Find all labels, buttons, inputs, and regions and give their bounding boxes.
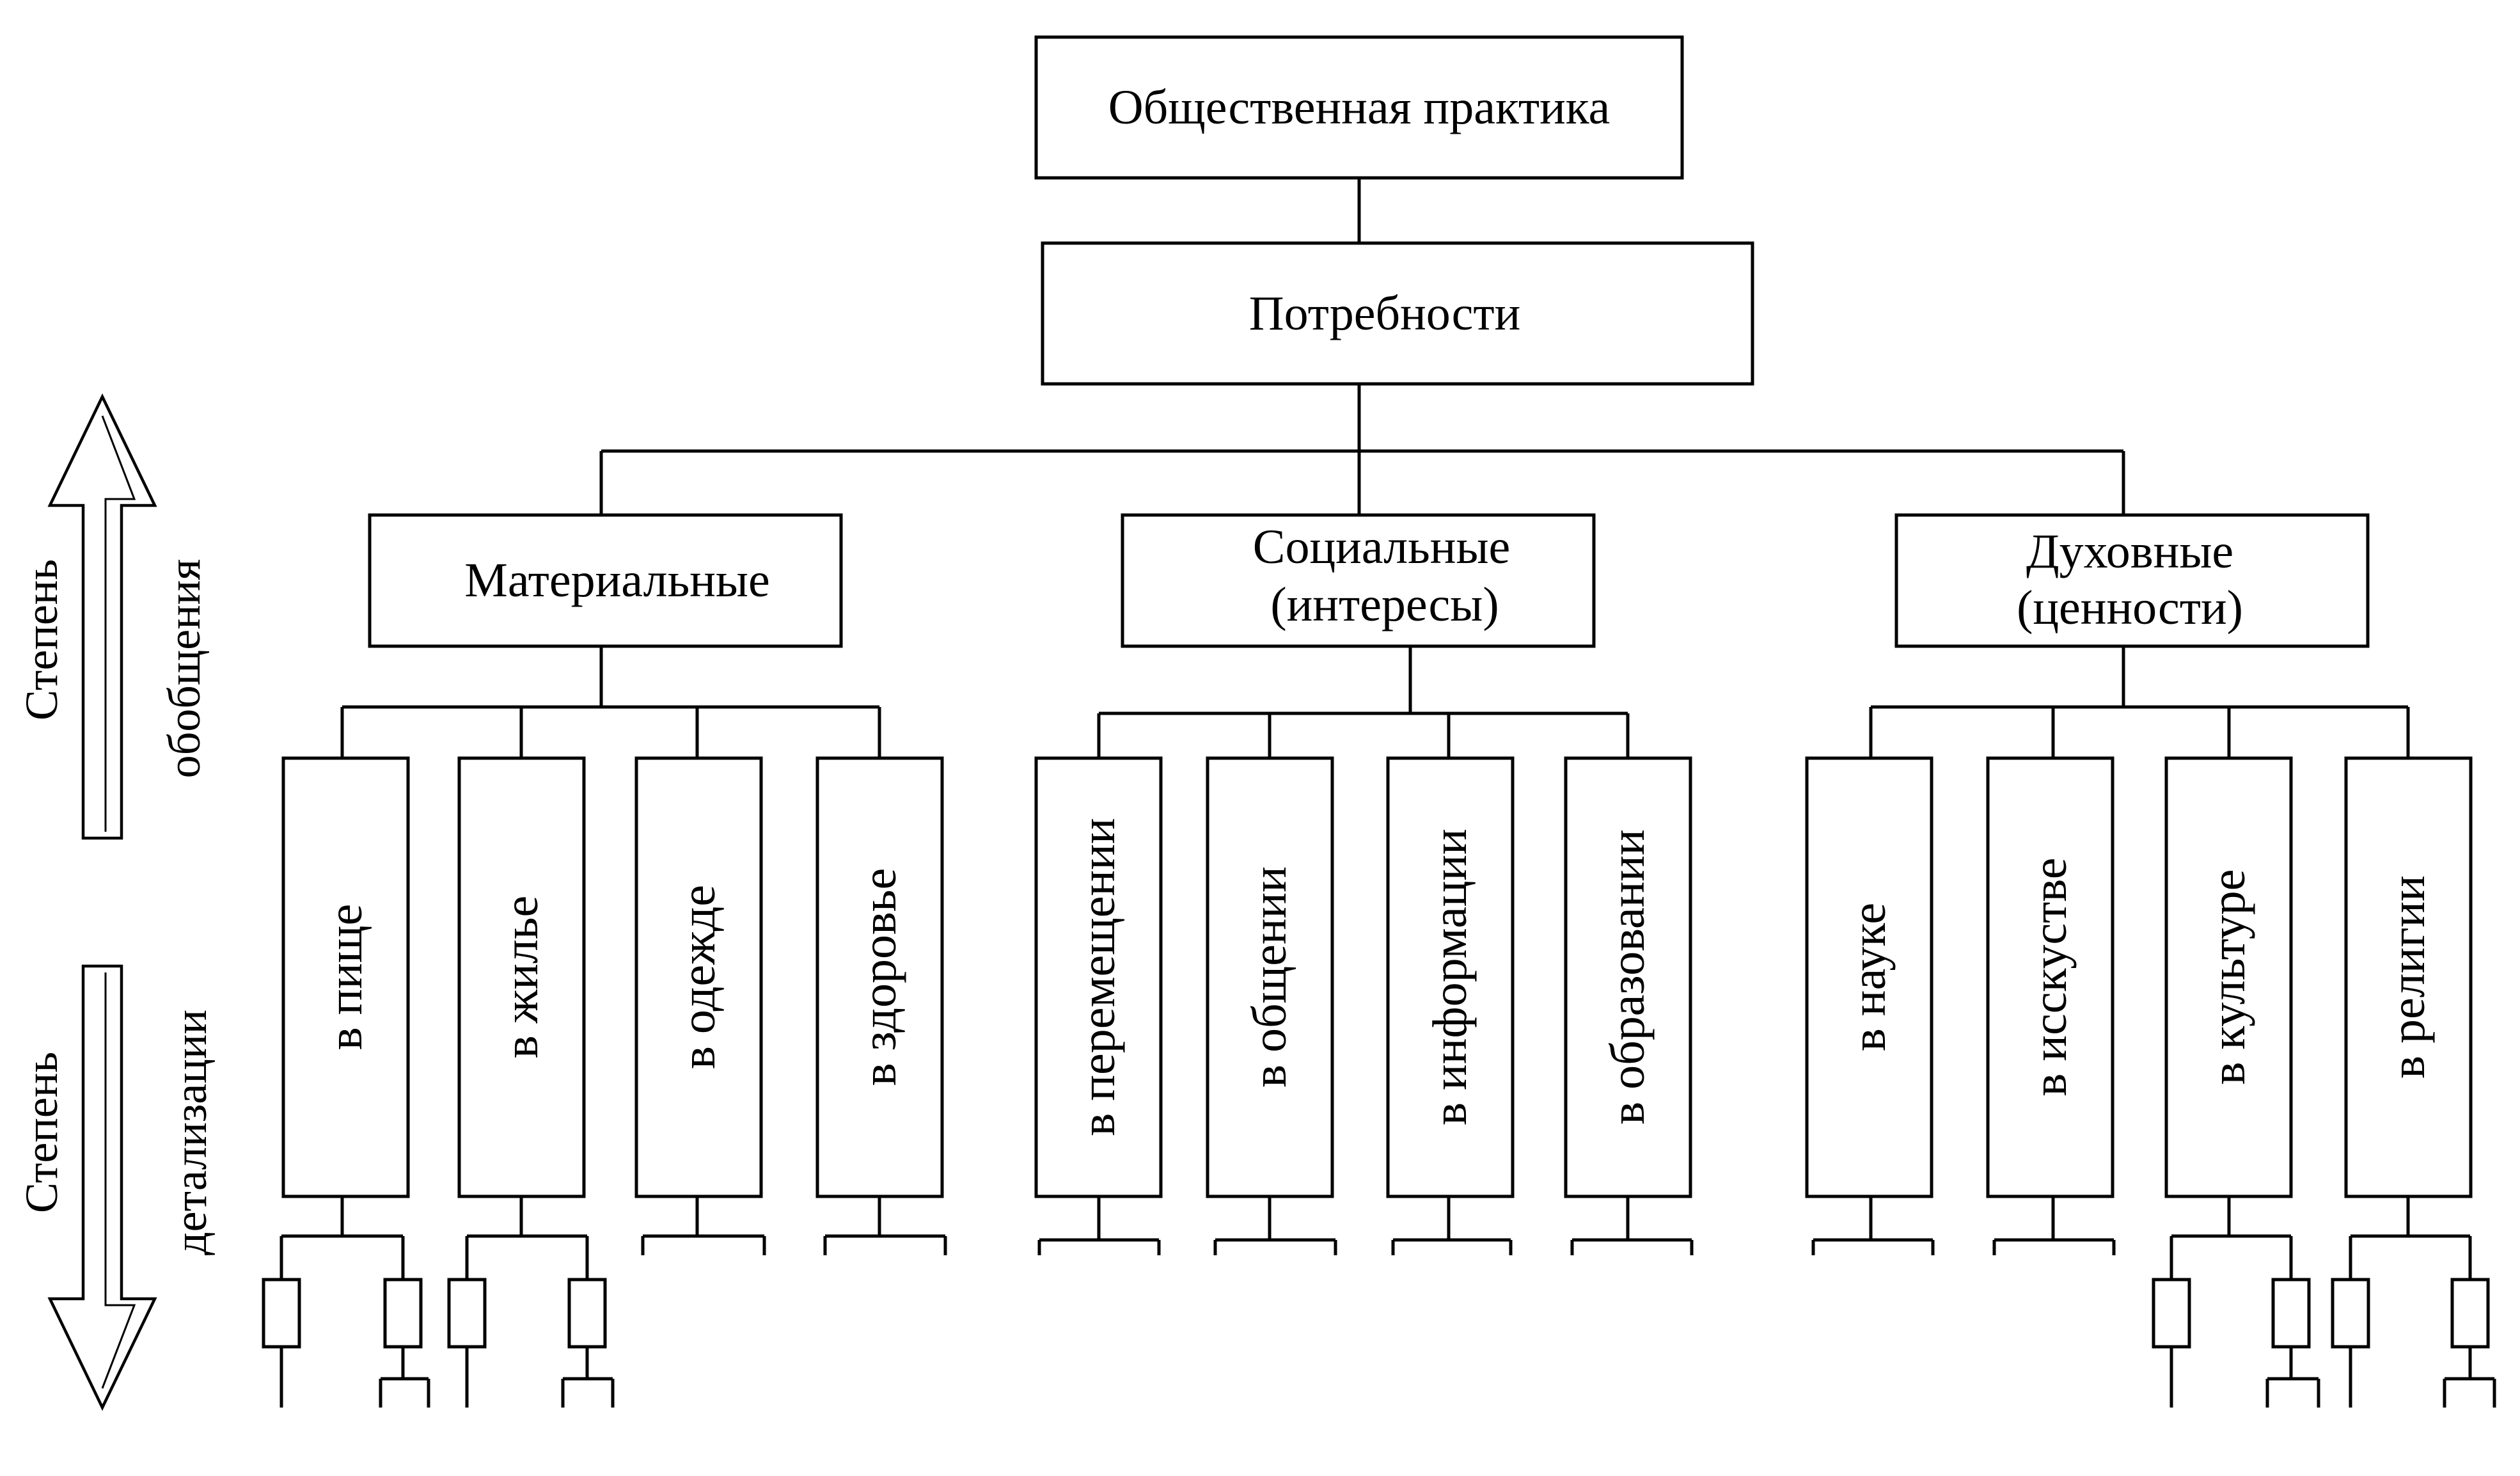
leaf-information-label: в информации [1423, 829, 1477, 1125]
needs-label: Потребности [1249, 287, 1521, 340]
sub-node [2450, 1278, 2490, 1349]
root-node: Общественная практика [1034, 35, 1684, 180]
leaf-education: в образовании [1564, 756, 1692, 1198]
category-spiritual: Духовные (ценности) [1894, 513, 2370, 648]
category-material: Материальные [368, 513, 843, 648]
sub-node [2331, 1278, 2370, 1349]
leaf-art-label: в исскустве [2023, 858, 2077, 1097]
leaf-health: в здоровье [815, 756, 944, 1198]
sub-node [383, 1278, 423, 1349]
leaf-clothing-label: в одежде [672, 885, 725, 1069]
category-social-label-line2: (интересы) [1270, 578, 1499, 631]
detailing-label-line1: Степень [16, 1052, 67, 1213]
sub-node [2271, 1278, 2311, 1349]
leaf-science: в науке [1805, 756, 1933, 1198]
sub-node [262, 1278, 301, 1349]
category-spiritual-label-line1: Духовные [2026, 525, 2233, 578]
leaf-transport-label: в перемещении [1071, 818, 1125, 1136]
sub-node [2152, 1278, 2191, 1349]
leaf-religion: в религии [2344, 756, 2473, 1198]
sub-node [447, 1278, 487, 1349]
leaf-food: в пище [281, 756, 410, 1198]
leaf-communication-label: в общении [1243, 866, 1296, 1088]
sub-node [567, 1278, 607, 1349]
leaf-health-label: в здоровье [853, 868, 906, 1086]
generalization-label-line1: Степень [16, 559, 67, 720]
leaf-clothing: в одежде [634, 756, 763, 1198]
leaf-art: в исскустве [1986, 756, 2114, 1198]
needs-node: Потребности [1041, 241, 1754, 386]
generalization-arrow [47, 393, 157, 840]
sub-node-boxes [262, 1278, 2490, 1349]
leaf-transport: в перемещении [1034, 756, 1163, 1198]
leaf-culture: в культуре [2164, 756, 2293, 1198]
leaf-science-label: в науке [1842, 903, 1896, 1051]
detailing-label-line2: детализации [165, 1010, 216, 1255]
category-material-label: Материальные [464, 553, 769, 607]
leaf-religion-label: в религии [2381, 875, 2435, 1079]
leaf-food-label: в пище [319, 904, 372, 1050]
leaf-nodes: в пище в жилье в одежде в здоровье в пер… [281, 756, 2473, 1198]
leaf-communication: в общении [1206, 756, 1334, 1198]
category-spiritual-label-line2: (ценности) [2017, 581, 2243, 635]
leaf-housing-label: в жилье [494, 896, 548, 1058]
leaf-education-label: в образовании [1601, 829, 1655, 1125]
category-social: Социальные (интересы) [1121, 513, 1596, 648]
leaf-information: в информации [1386, 756, 1515, 1198]
category-social-label-line1: Социальные [1253, 520, 1511, 574]
detailing-arrow [47, 964, 157, 1411]
leaf-culture-label: в культуре [2201, 869, 2255, 1084]
connector-lines [280, 178, 2496, 1408]
generalization-label-line2: обобщения [159, 559, 210, 779]
root-label: Общественная практика [1108, 81, 1610, 134]
leaf-housing: в жилье [457, 756, 586, 1198]
